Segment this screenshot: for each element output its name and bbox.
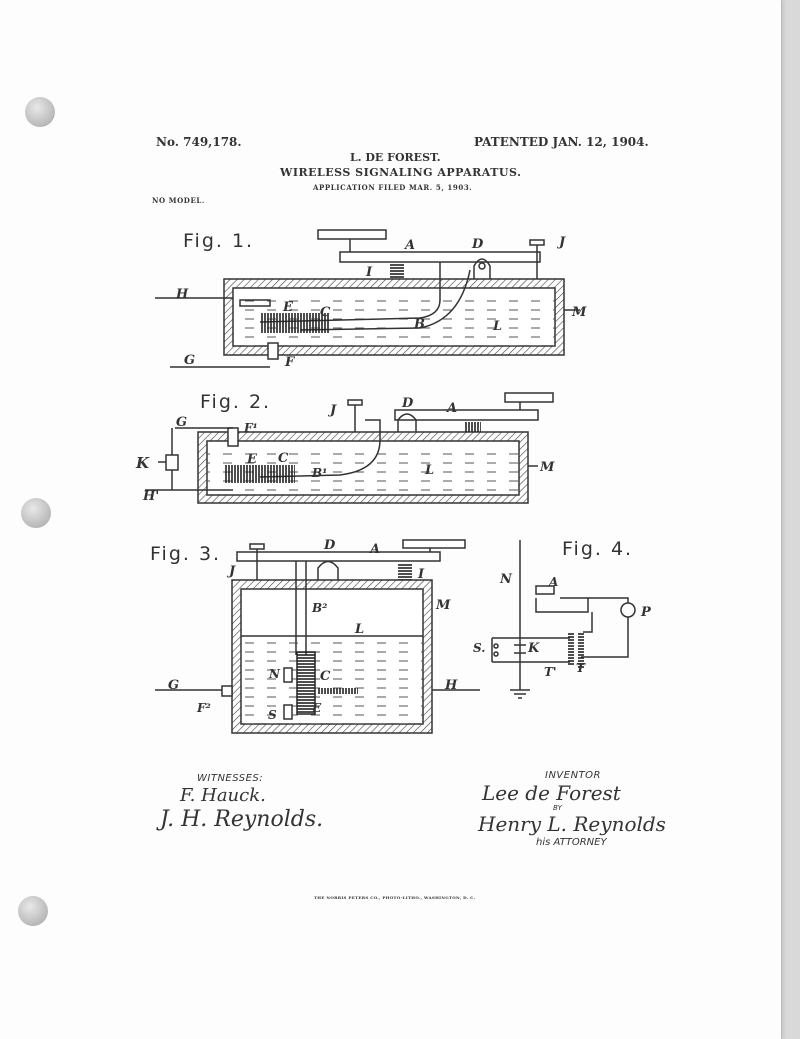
fig3-label-g: G	[168, 678, 179, 693]
binder-hole	[18, 896, 48, 926]
fig3-label-b: B²	[311, 601, 327, 615]
fig3-label-n: N	[268, 667, 281, 681]
inventor-name: L. DE FOREST.	[350, 151, 441, 164]
fig1-label-f: F	[284, 355, 295, 370]
fig2-label-j: J	[327, 403, 337, 418]
fig2-label-l: L	[424, 463, 434, 478]
attorney-label: his ATTORNEY	[536, 837, 607, 848]
fig4-label-a: A	[548, 575, 558, 589]
fig3-label-j: J	[226, 564, 236, 579]
by-label: BY	[553, 804, 562, 812]
application-filed: APPLICATION FILED MAR. 5, 1903.	[313, 183, 473, 192]
inventor-signature: Lee de Forest	[482, 781, 621, 805]
fig3-label-d: D	[323, 538, 336, 553]
fig1-label-i: I	[365, 265, 373, 280]
fig3-label-a: A	[368, 542, 380, 557]
fig1-label-g: G	[184, 353, 195, 368]
fig4-title: Fig. 4.	[562, 538, 633, 560]
fig1-label-m: M	[571, 305, 587, 320]
fig4-label-p: P	[640, 605, 652, 620]
figure-1: Fig. 1. A D J I H E C B L M G F	[155, 229, 587, 370]
fig4-label-t1: T'	[544, 665, 557, 679]
fig1-label-d: D	[471, 237, 484, 252]
figure-4: Fig. 4. N A P S. K T' T	[473, 538, 652, 699]
fig3-label-s: S	[268, 708, 277, 722]
printer-footer: THE NORRIS PETERS CO., PHOTO-LITHO., WAS…	[314, 895, 476, 900]
witness-signature-2: J. H. Reynolds.	[160, 807, 324, 832]
patent-page	[0, 0, 782, 1039]
fig4-label-k: K	[527, 641, 540, 656]
fig3-label-l: L	[354, 622, 364, 637]
fig3-label-m: M	[435, 598, 451, 613]
figure-3: Fig. 3. D A J I B² M L N C G H F² S E	[150, 538, 480, 734]
patent-number: No. 749,178.	[156, 135, 242, 149]
fig4-label-t: T	[576, 661, 586, 675]
fig2-label-f: F¹	[243, 421, 258, 435]
fig1-label-b: B	[413, 317, 425, 332]
no-model: NO MODEL.	[152, 196, 205, 205]
patent-date: PATENTED JAN. 12, 1904.	[474, 135, 649, 149]
fig4-label-n: N	[499, 572, 513, 587]
fig2-title: Fig. 2.	[200, 391, 271, 413]
fig3-label-e: E	[311, 701, 322, 715]
fig2-label-g: G	[176, 415, 187, 430]
fig1-title: Fig. 1.	[183, 230, 254, 252]
binder-hole	[21, 498, 51, 528]
fig3-label-c: C	[320, 669, 331, 684]
witness-signature-1: F. Hauck.	[180, 785, 266, 806]
fig2-label-b: B¹	[311, 466, 327, 480]
fig1-label-h: H	[175, 287, 189, 302]
fig2-label-e: E	[246, 452, 258, 467]
fig3-title: Fig. 3.	[150, 543, 221, 565]
attorney-signature: Henry L. Reynolds	[478, 812, 666, 836]
fig2-label-c: C	[278, 451, 289, 466]
fig2-label-a: A	[445, 401, 457, 416]
fig4-label-s: S.	[473, 641, 485, 655]
fig1-label-l: L	[492, 319, 502, 334]
fig2-label-m: M	[539, 460, 555, 475]
fig1-label-c: C	[320, 305, 331, 320]
inventor-label: INVENTOR	[545, 770, 601, 781]
fig1-label-e: E	[282, 300, 294, 315]
figure-2: Fig. 2. J D A G F¹ K E C B¹ L M H'	[135, 391, 555, 504]
fig3-label-h: H	[444, 678, 458, 693]
fig2-label-h: H'	[142, 489, 159, 504]
fig3-label-i: I	[417, 567, 425, 582]
fig2-label-d: D	[401, 396, 414, 411]
fig3-label-f: F²	[196, 701, 211, 715]
fig1-label-a: A	[403, 238, 415, 253]
binder-hole	[25, 97, 55, 127]
patent-title: WIRELESS SIGNALING APPARATUS.	[280, 166, 522, 179]
fig2-label-k: K	[135, 454, 150, 472]
witnesses-label: WITNESSES:	[197, 773, 264, 784]
fig1-label-j: J	[556, 235, 566, 250]
